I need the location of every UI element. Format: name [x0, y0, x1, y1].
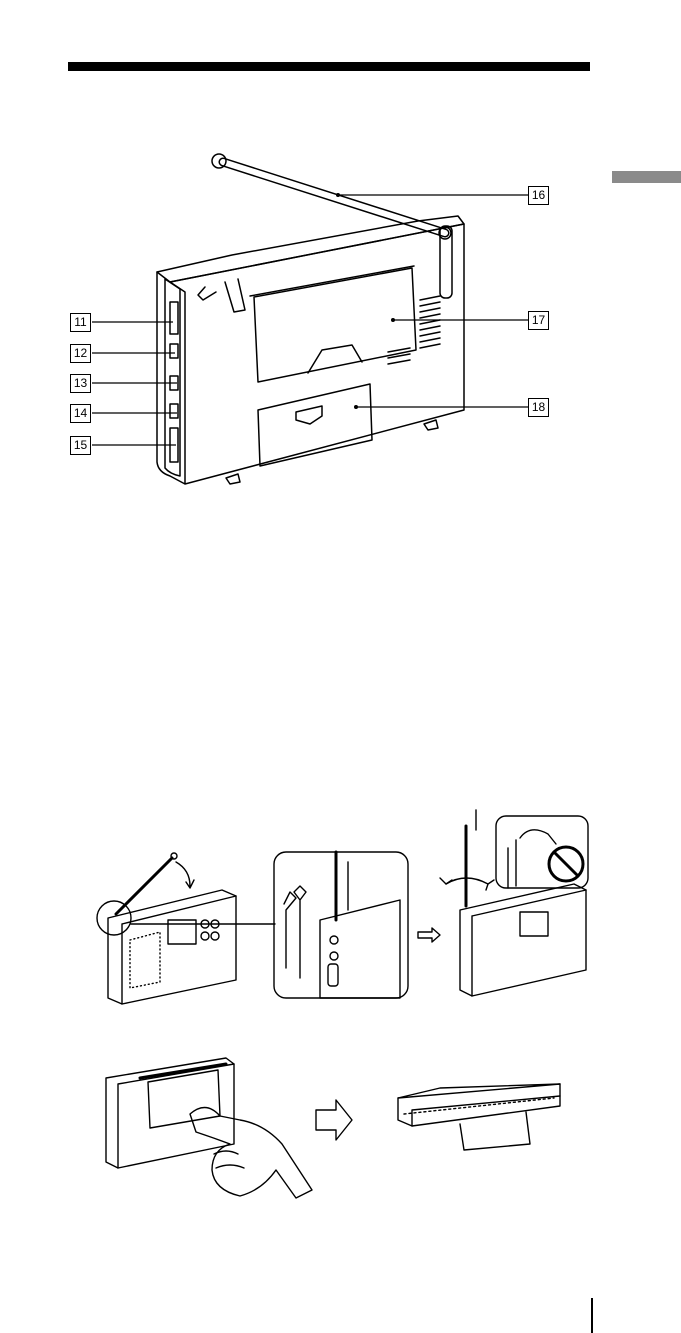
arrow-right-icon: [316, 1100, 352, 1140]
stand-open-illustration: [0, 1040, 681, 1220]
callout-12: 12: [70, 344, 91, 363]
callout-15: 15: [70, 436, 91, 455]
radio-rear-view-illustration: [0, 0, 681, 520]
hand-illustration: [190, 1107, 312, 1198]
callout-17: 17: [528, 311, 549, 330]
callout-14: 14: [70, 404, 91, 423]
callout-16: 16: [528, 186, 549, 205]
callout-13: 13: [70, 374, 91, 393]
callout-18: 18: [528, 398, 549, 417]
antenna-extend-illustration: [0, 800, 681, 1010]
page-number-rule: [591, 1298, 593, 1333]
no-entry-icon: [549, 847, 583, 881]
callout-11: 11: [70, 313, 91, 332]
